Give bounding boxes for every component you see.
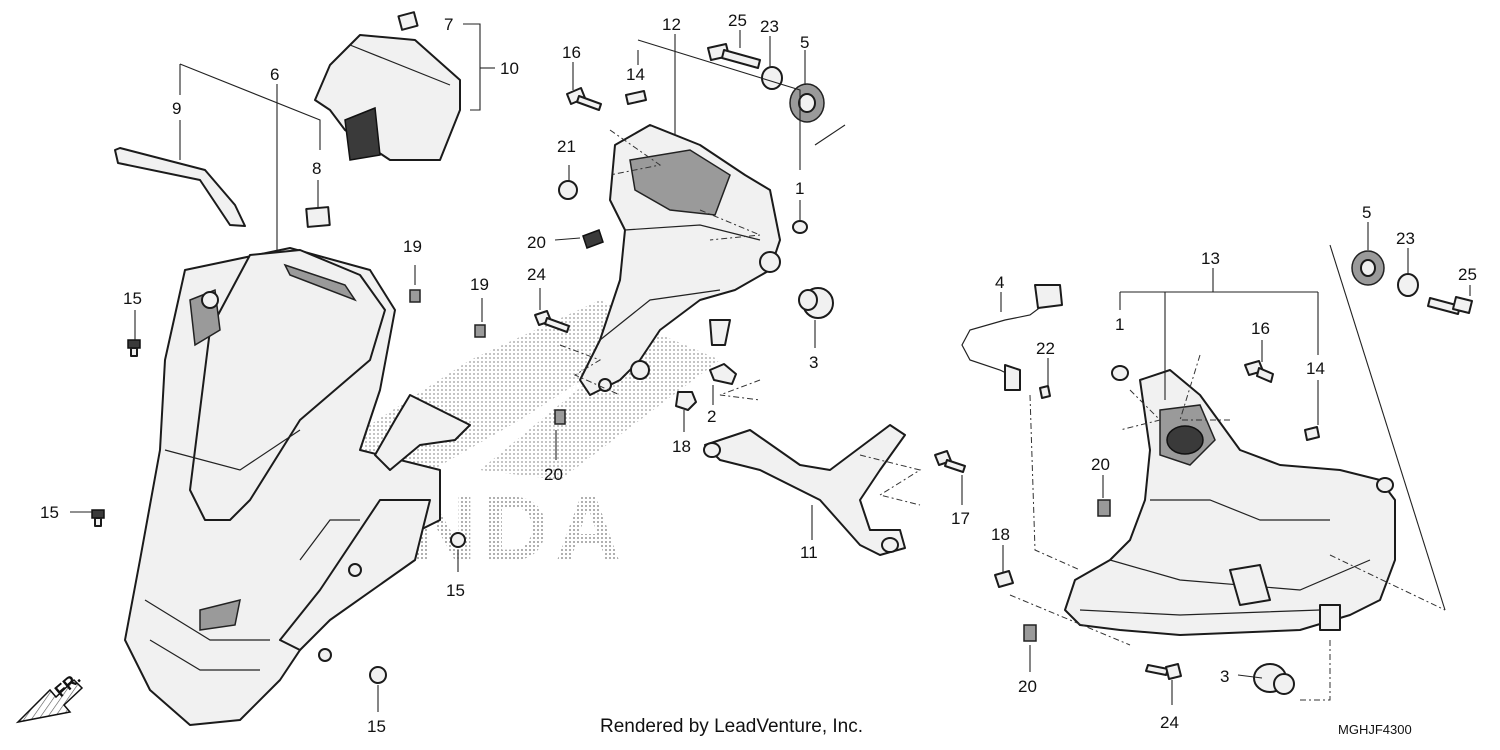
callout-1: 1: [1115, 315, 1124, 334]
callout-18: 18: [991, 525, 1010, 544]
callout-14: 14: [626, 65, 645, 84]
callout-20: 20: [544, 465, 563, 484]
callout-20: 20: [527, 233, 546, 252]
callout-22: 22: [1036, 339, 1055, 358]
upper-bracket: [579, 124, 781, 396]
callout-15: 15: [123, 289, 142, 308]
callout-4: 4: [995, 273, 1004, 292]
callout-25: 25: [1458, 265, 1477, 284]
callout-15: 15: [367, 717, 386, 736]
lower-stay: [703, 424, 906, 556]
main-frame: [1064, 369, 1396, 636]
callout-15: 15: [446, 581, 465, 600]
callout-7: 7: [444, 15, 453, 34]
windscreen: [314, 11, 461, 161]
diagram-code: MGHJF4300: [1338, 722, 1412, 737]
callout-24: 24: [527, 265, 546, 284]
callout-25: 25: [728, 11, 747, 30]
cowl-screws: [91, 289, 486, 684]
right-hardware: [994, 250, 1473, 695]
callout-5: 5: [1362, 203, 1371, 222]
callout-10: 10: [500, 59, 519, 78]
callout-15: 15: [40, 503, 59, 522]
callout-20: 20: [1091, 455, 1110, 474]
routing-lines: [559, 129, 1446, 701]
callout-2: 2: [707, 407, 716, 426]
callout-16: 16: [1251, 319, 1270, 338]
callout-13: 13: [1201, 249, 1220, 268]
center-hardware: [534, 43, 966, 473]
trim-strip: [114, 147, 246, 227]
callout-6: 6: [270, 65, 279, 84]
callout-3: 3: [1220, 667, 1229, 686]
callout-5: 5: [800, 33, 809, 52]
callout-9: 9: [172, 99, 181, 118]
callout-3: 3: [809, 353, 818, 372]
callout-labels: 7 10 9 6 8 16 14 12 25 23 5 21 1 20 19 1…: [40, 11, 1477, 736]
callout-14: 14: [1306, 359, 1325, 378]
callout-18: 18: [672, 437, 691, 456]
callout-23: 23: [760, 17, 779, 36]
front-direction-arrow: FR.: [15, 669, 84, 724]
callout-12: 12: [662, 15, 681, 34]
callout-19: 19: [470, 275, 489, 294]
callout-20: 20: [1018, 677, 1037, 696]
callout-8: 8: [312, 159, 321, 178]
wire-harness: [961, 284, 1063, 391]
credit-text: Rendered by LeadVenture, Inc.: [600, 716, 863, 737]
callout-23: 23: [1396, 229, 1415, 248]
callout-11: 11: [800, 543, 818, 562]
callout-17: 17: [951, 509, 970, 528]
callout-1: 1: [795, 179, 804, 198]
pad: [305, 206, 331, 228]
callout-21: 21: [557, 137, 576, 156]
front-cowl: [124, 247, 471, 726]
callout-16: 16: [562, 43, 581, 62]
callout-19: 19: [403, 237, 422, 256]
callout-24: 24: [1160, 713, 1179, 732]
leader-lines: [70, 23, 1471, 712]
